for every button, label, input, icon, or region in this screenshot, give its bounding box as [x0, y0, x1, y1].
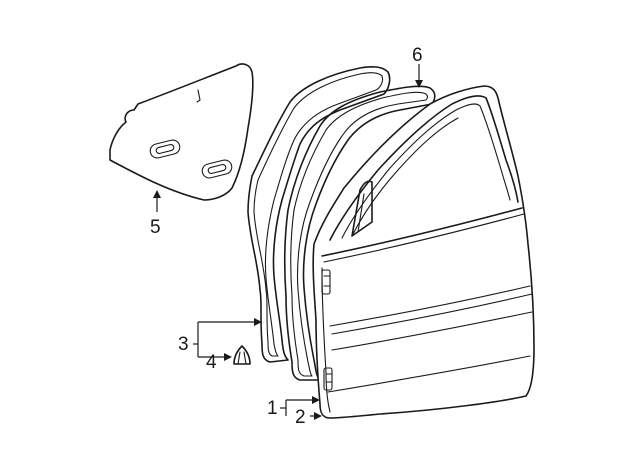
callout-label-1: 1 [267, 398, 278, 419]
trim-panel-opening [149, 139, 181, 159]
weatherstrip-clip [233, 345, 251, 365]
door-hinge-lower [323, 367, 333, 391]
body-weatherstrip [247, 66, 391, 363]
callout-label-4: 4 [206, 352, 217, 373]
callout-leaders [153, 64, 423, 420]
door-weatherstrip [283, 85, 436, 381]
callout-label-3: 3 [178, 334, 189, 355]
callout-label-2: 2 [295, 407, 306, 428]
callout-label-5: 5 [150, 217, 161, 238]
door-hinge-upper [321, 269, 331, 295]
door-trim-panel [109, 63, 254, 201]
callout-label-6: 6 [412, 45, 423, 66]
front-door-shell [312, 85, 535, 419]
trim-panel-opening [201, 159, 233, 179]
